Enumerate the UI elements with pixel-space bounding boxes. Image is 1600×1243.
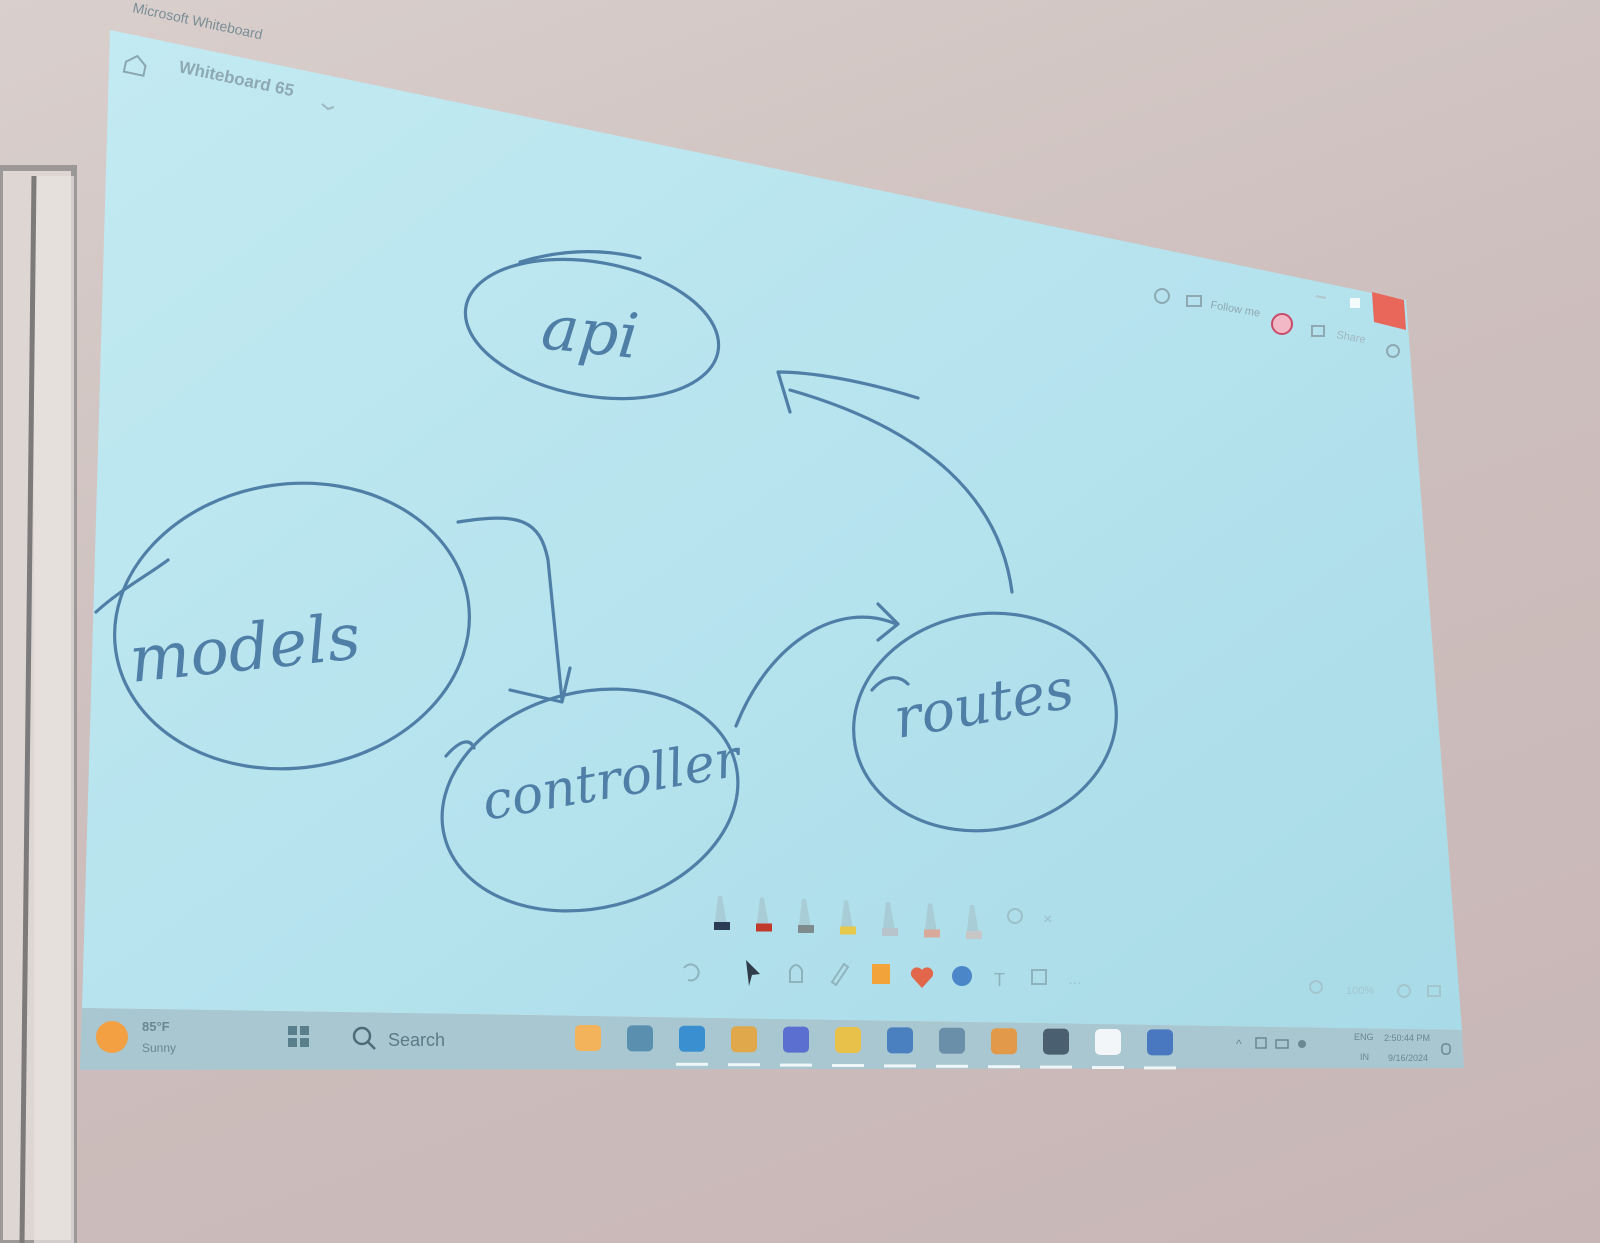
outlook-icon[interactable] [1144, 1029, 1176, 1070]
teams-icon[interactable] [780, 1026, 812, 1067]
reactions-icon[interactable] [910, 967, 934, 988]
pen-black-icon[interactable] [714, 896, 730, 930]
app-title: Microsoft Whiteboard [131, 0, 264, 42]
undo-icon[interactable] [683, 963, 700, 982]
edge-models-controller [456, 516, 572, 704]
zoom-out-icon[interactable] [1309, 980, 1323, 994]
mail-icon[interactable] [575, 1025, 601, 1051]
edge-controller-routes [734, 602, 900, 728]
templates-icon[interactable] [1031, 969, 1047, 985]
close-icon[interactable]: × [1043, 911, 1052, 928]
pen-light-icon[interactable] [882, 902, 898, 936]
search-icon [352, 1026, 372, 1046]
present-icon[interactable] [1186, 295, 1202, 307]
weather-desc[interactable]: Sunny [142, 1041, 176, 1055]
node-api[interactable]: api [454, 241, 729, 417]
pen-gray-icon[interactable] [798, 899, 814, 933]
timer-icon[interactable] [1154, 288, 1170, 304]
avatar[interactable] [1271, 313, 1293, 335]
volume-icon[interactable] [1255, 1037, 1267, 1049]
eraser-icon[interactable] [924, 903, 940, 938]
more-icon[interactable]: … [1068, 971, 1082, 987]
shapes-icon[interactable] [952, 966, 972, 986]
clock-date[interactable]: 9/16/2024 [1388, 1053, 1428, 1063]
pen-tray [714, 896, 982, 939]
battery-icon[interactable] [1275, 1039, 1289, 1049]
ink-toolbar: × [714, 896, 1052, 939]
lasso-icon[interactable] [1007, 908, 1023, 924]
github-icon[interactable] [1092, 1029, 1124, 1069]
editor-icon[interactable] [988, 1028, 1020, 1069]
share-label[interactable]: Share [1335, 329, 1366, 346]
home-icon[interactable] [122, 54, 147, 77]
system-tray: ^ ENG IN 2:50:44 PM 9/16/2024 [1236, 1032, 1451, 1063]
file-explorer-icon[interactable] [627, 1025, 653, 1052]
hand-icon[interactable] [789, 964, 803, 983]
start-icon[interactable] [288, 1026, 309, 1047]
text-icon[interactable]: T [994, 970, 1005, 990]
pen-red-icon[interactable] [756, 897, 772, 932]
edge-routes-api [776, 370, 1014, 594]
chrome-icon[interactable] [728, 1026, 760, 1067]
zoom-in-icon[interactable] [1397, 984, 1411, 998]
sticky-note-icon[interactable] [872, 964, 890, 984]
terminal-icon[interactable] [1040, 1028, 1072, 1069]
maximize-icon[interactable] [1350, 298, 1360, 308]
vscode-icon[interactable] [884, 1027, 916, 1068]
taskbar-apps [575, 1025, 1176, 1070]
notifications-icon[interactable] [1441, 1043, 1451, 1055]
folder-icon[interactable] [832, 1027, 864, 1067]
weather-icon [96, 1021, 128, 1053]
main-toolbar: T … [683, 960, 1082, 990]
weather-temp[interactable]: 85°F [142, 1019, 170, 1034]
region[interactable]: IN [1360, 1052, 1369, 1062]
node-label: api [538, 290, 642, 373]
whiteboard-window [82, 30, 1462, 1030]
zoom-value: 100% [1346, 985, 1374, 997]
search-box[interactable]: Search [352, 1026, 445, 1050]
select-icon[interactable] [746, 960, 760, 986]
language[interactable]: ENG [1354, 1032, 1374, 1042]
tray-chevron-icon[interactable]: ^ [1236, 1037, 1242, 1051]
fit-icon[interactable] [1427, 985, 1441, 997]
share-icon[interactable] [1311, 325, 1325, 337]
zoom-controls: 100% [1309, 980, 1441, 998]
search-label: Search [388, 1030, 445, 1050]
chevron-down-icon[interactable] [321, 103, 335, 111]
wifi-icon[interactable] [1298, 1040, 1306, 1048]
clock-time[interactable]: 2:50:44 PM [1384, 1033, 1430, 1043]
minimize-icon[interactable] [1315, 295, 1327, 299]
ruler-icon[interactable] [966, 905, 982, 939]
ink-icon[interactable] [830, 962, 850, 987]
close-icon[interactable] [1372, 292, 1406, 330]
settings-icon[interactable] [1386, 344, 1400, 358]
settings-icon[interactable] [936, 1027, 968, 1068]
highlighter-yellow-icon[interactable] [840, 900, 856, 935]
edge-icon[interactable] [676, 1025, 708, 1066]
